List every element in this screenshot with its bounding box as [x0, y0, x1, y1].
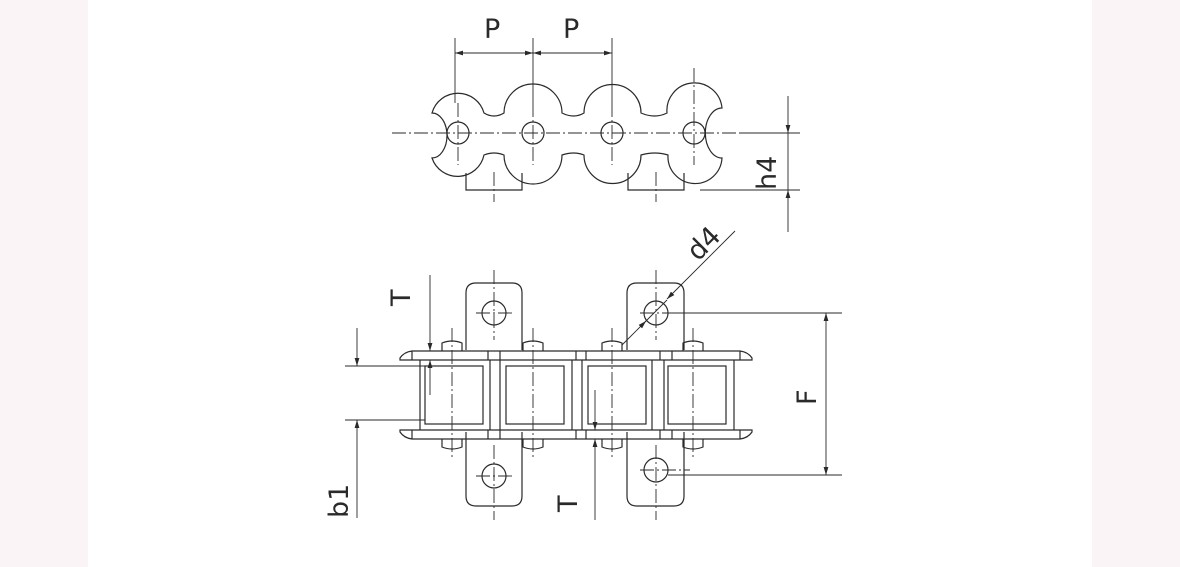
roller [667, 365, 727, 425]
chain-side-view: P P h4 [392, 14, 800, 232]
drawing-frame [88, 0, 1092, 567]
chain-top-view: T T b1 F d4 [324, 221, 842, 520]
pitch-label: P [484, 14, 500, 45]
roller [424, 365, 484, 425]
roller [587, 365, 647, 425]
d4-diameter-line [644, 299, 668, 323]
f-label: F [792, 389, 823, 405]
pitch-label: P [563, 14, 579, 45]
d4-label: d4 [681, 221, 727, 267]
attachment-plate-lower [626, 432, 685, 507]
link-plate-outline [431, 82, 723, 185]
t-label-bottom: T [553, 495, 584, 513]
b1-label: b1 [324, 484, 355, 518]
roller [505, 365, 565, 425]
d4-leader-line [621, 320, 647, 346]
attachment-plate-upper [626, 282, 685, 350]
d4-leader-line [666, 230, 736, 300]
h4-label: h4 [752, 156, 783, 190]
t-label-top: T [386, 289, 417, 307]
